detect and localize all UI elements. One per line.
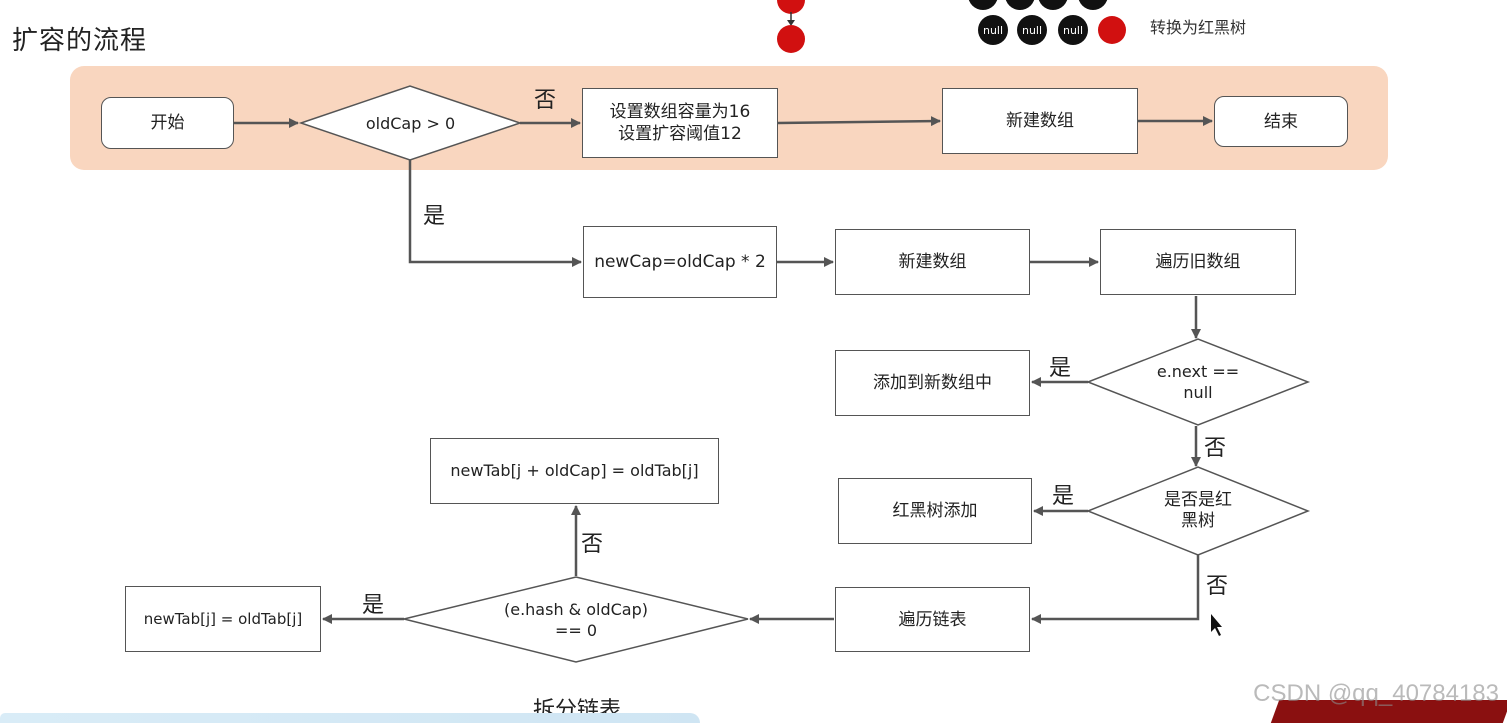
new-tab-j-node: newTab[j] = oldTab[j] (125, 586, 321, 652)
end-node: 结束 (1214, 96, 1348, 147)
edge-label-yes: 是 (1049, 356, 1072, 381)
set-default-capacity-node: 设置数组容量为16 设置扩容阈值12 (582, 88, 778, 158)
new-tab-j-oldcap-node: newTab[j + oldCap] = oldTab[j] (430, 438, 719, 504)
new-array-node: 新建数组 (835, 229, 1030, 295)
page-title: 扩容的流程 (12, 26, 148, 56)
edge-label-yes: 是 (362, 593, 385, 618)
hash-condition: (e.hash & oldCap) == 0 (503, 599, 648, 640)
null-leaf: null (1058, 15, 1088, 45)
edge-label-yes: 是 (1052, 484, 1075, 509)
traverse-old-array-node: 遍历旧数组 (1100, 229, 1296, 295)
tree-node-black (1005, 0, 1035, 10)
edge-label-no: 否 (581, 532, 604, 557)
red-tree-node (777, 25, 805, 53)
tree-node-black (1078, 0, 1108, 10)
diamond-shape (1085, 338, 1311, 426)
start-node: 开始 (101, 97, 234, 149)
tree-node-black (968, 0, 998, 10)
edge-label-no: 否 (534, 88, 557, 113)
oldcap-condition: oldCap > 0 (365, 113, 456, 133)
red-tree-node (777, 0, 805, 14)
add-to-new-array-node: 添加到新数组中 (835, 350, 1030, 416)
null-leaf: null (1017, 15, 1047, 45)
diamond-shape (1085, 466, 1311, 556)
traverse-list-node: 遍历链表 (835, 587, 1030, 652)
diamond-shape (298, 85, 523, 161)
new-array-top-node: 新建数组 (942, 88, 1138, 154)
edge-label-yes: 是 (423, 204, 446, 229)
bottom-decoration (0, 713, 700, 723)
red-black-tree-condition: 是否是红 黑树 (1164, 490, 1232, 531)
watermark: CSDN @qq_40784183 (1253, 680, 1499, 707)
tree-node-black (1038, 0, 1068, 10)
top-caption: 转换为红黑树 (1150, 18, 1247, 37)
red-black-tree-add-node: 红黑树添加 (838, 478, 1032, 544)
null-leaf: null (978, 15, 1008, 45)
edge-label-no: 否 (1204, 436, 1227, 461)
red-tree-node (1098, 16, 1126, 44)
diamond-shape (403, 576, 749, 663)
next-null-condition: e.next == null (1156, 362, 1240, 402)
new-cap-node: newCap=oldCap * 2 (583, 226, 777, 298)
edge-label-no: 否 (1206, 574, 1229, 599)
